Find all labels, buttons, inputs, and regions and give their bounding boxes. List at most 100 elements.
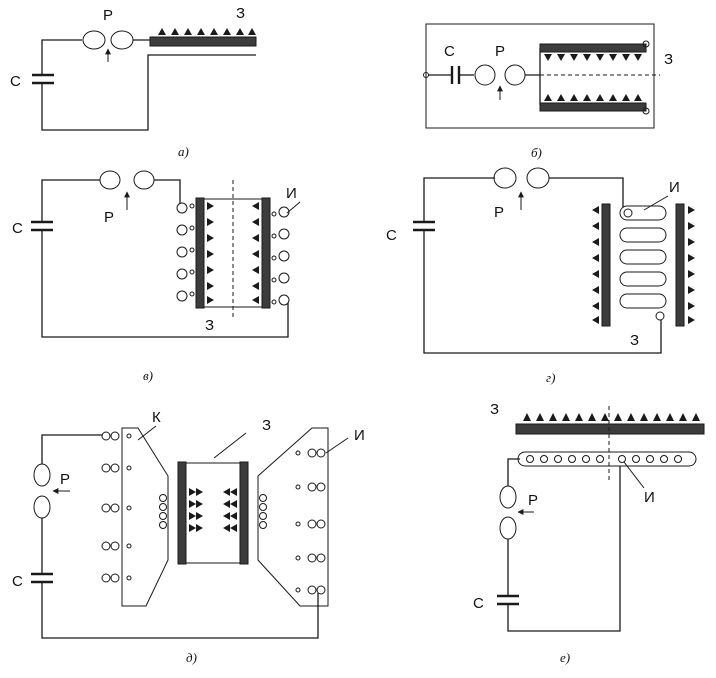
wire-g-top-left xyxy=(423,177,495,222)
inductor-leader-e xyxy=(623,461,645,489)
spark-gap-label-g: Р xyxy=(494,204,504,221)
workpiece-plate-g-right xyxy=(675,203,685,327)
wire-a-top-left xyxy=(41,39,82,75)
wire-v-top-left xyxy=(41,179,100,222)
workpiece-plate-g-left xyxy=(601,203,611,327)
workpiece-label-a: З xyxy=(236,5,245,22)
wire-e-bottom xyxy=(507,466,621,632)
spark-gap-electrode-g1 xyxy=(493,167,517,189)
spark-gap-electrode-b2 xyxy=(504,64,526,86)
spark-gap-electrode-a2 xyxy=(110,30,134,50)
pressure-arrows-b-bottom xyxy=(544,94,642,101)
capacitor-label-d: С xyxy=(12,573,23,590)
caption-v: в) xyxy=(143,368,153,383)
spark-gap-label-e: Р xyxy=(528,492,538,509)
flat-inductor-turns-e xyxy=(526,455,682,463)
spark-gap-electrode-v1 xyxy=(99,170,121,190)
wire-g-gap-to-inductor xyxy=(549,177,624,208)
diagram-e: З Р С И е) xyxy=(473,401,705,665)
vessel-d xyxy=(186,462,240,564)
spark-gap-electrode-b1 xyxy=(474,64,496,86)
workpiece-plate-b-top xyxy=(539,43,647,53)
workpiece-label-g: З xyxy=(630,332,639,349)
spark-gap-electrode-e1 xyxy=(499,485,517,509)
spark-gap-electrode-g2 xyxy=(526,167,550,189)
helical-inductor-g xyxy=(619,205,667,321)
inductor-leader-d xyxy=(325,437,349,454)
concentrator-d-right xyxy=(257,427,329,607)
pressure-arrows-b-top xyxy=(544,54,642,61)
diagram-b: С Р З б) xyxy=(423,23,673,160)
spark-gap-electrode-d1 xyxy=(33,463,51,487)
spark-gap-electrode-e2 xyxy=(499,516,517,540)
caption-g: г) xyxy=(546,370,555,385)
workpiece-plate-v-left xyxy=(195,197,205,309)
inductor-coils-v-left xyxy=(176,202,195,302)
workpiece-plate-d-left xyxy=(177,461,187,565)
spark-gap-label-d: Р xyxy=(60,471,70,488)
capacitor-label-e: С xyxy=(473,595,484,612)
terminal-b-top xyxy=(642,40,650,48)
pressure-arrows-g-left xyxy=(592,206,599,324)
wire-d-bottom xyxy=(41,582,319,639)
workpiece-label-d: З xyxy=(262,417,271,434)
vessel-v xyxy=(204,198,262,308)
capacitor-label-a: С xyxy=(10,73,21,90)
concentrator-leader-d xyxy=(137,425,157,441)
diagram-v: С Р И З в) xyxy=(12,170,301,383)
inductor-coils-d-left xyxy=(101,431,132,583)
caption-e: е) xyxy=(560,650,570,665)
spark-gap-label-v: Р xyxy=(104,209,114,226)
concentrator-label-d: К xyxy=(152,409,161,426)
pressure-arrows-v-left xyxy=(207,202,214,304)
pressure-arrows-g-right xyxy=(688,206,695,324)
diagram-a: С Р З а) xyxy=(10,5,257,159)
caption-a: а) xyxy=(178,144,189,159)
spark-gap-electrode-a1 xyxy=(82,30,106,50)
capacitor-label-v: С xyxy=(12,220,23,237)
concentrator-coils-d-left xyxy=(159,494,167,529)
inductor-label-d: И xyxy=(354,427,365,444)
wire-d-top-left xyxy=(41,434,102,464)
pressure-arrows-a xyxy=(158,28,256,35)
frame-b xyxy=(425,23,655,129)
wire-v-gap-to-inductor xyxy=(154,179,181,206)
spark-gap-label-b: Р xyxy=(495,43,505,60)
pressure-arrows-d-left xyxy=(189,488,203,532)
workpiece-label-v: З xyxy=(205,317,214,334)
workpiece-label-e: З xyxy=(490,401,499,418)
spark-gap-label-a: Р xyxy=(103,7,113,24)
wire-e-inductor-to-gap xyxy=(507,458,520,486)
inductor-coils-d-right xyxy=(295,448,326,595)
pressure-arrows-e xyxy=(523,413,700,421)
concentrator-coils-d-right xyxy=(259,494,267,529)
workpiece-plate-e xyxy=(515,423,705,435)
inductor-label-g: И xyxy=(669,179,680,196)
inductor-label-v: И xyxy=(286,185,297,202)
workpiece-plate-a xyxy=(149,36,257,47)
wire-v-bottom xyxy=(41,230,289,338)
inductor-leader-g xyxy=(643,195,669,211)
wire-g-bottom xyxy=(423,230,662,354)
capacitor-label-g: С xyxy=(386,227,397,244)
terminal-b-bottom xyxy=(642,107,650,115)
workpiece-plate-d-right xyxy=(239,461,249,565)
inductor-coils-v-right xyxy=(271,206,290,306)
diagram-g: С Р И З г) xyxy=(386,167,695,385)
caption-d: д) xyxy=(186,650,197,665)
concentrator-d-left xyxy=(121,427,169,607)
diagram-d: С Р К З И д) xyxy=(12,409,365,665)
wire-a-bottom xyxy=(41,54,256,131)
workpiece-label-b: З xyxy=(664,51,673,68)
workpiece-plate-v-right xyxy=(261,197,271,309)
spark-gap-electrode-v2 xyxy=(133,170,155,190)
workpiece-leader-d xyxy=(213,432,247,459)
workpiece-plate-b-bottom xyxy=(539,102,647,112)
pressure-arrows-d-right xyxy=(223,488,237,532)
wire-b-to-plates xyxy=(525,48,541,105)
pressure-arrows-v-right xyxy=(252,202,259,304)
inductor-label-e: И xyxy=(644,489,655,506)
caption-b: б) xyxy=(531,145,542,160)
capacitor-label-b: С xyxy=(444,43,455,60)
